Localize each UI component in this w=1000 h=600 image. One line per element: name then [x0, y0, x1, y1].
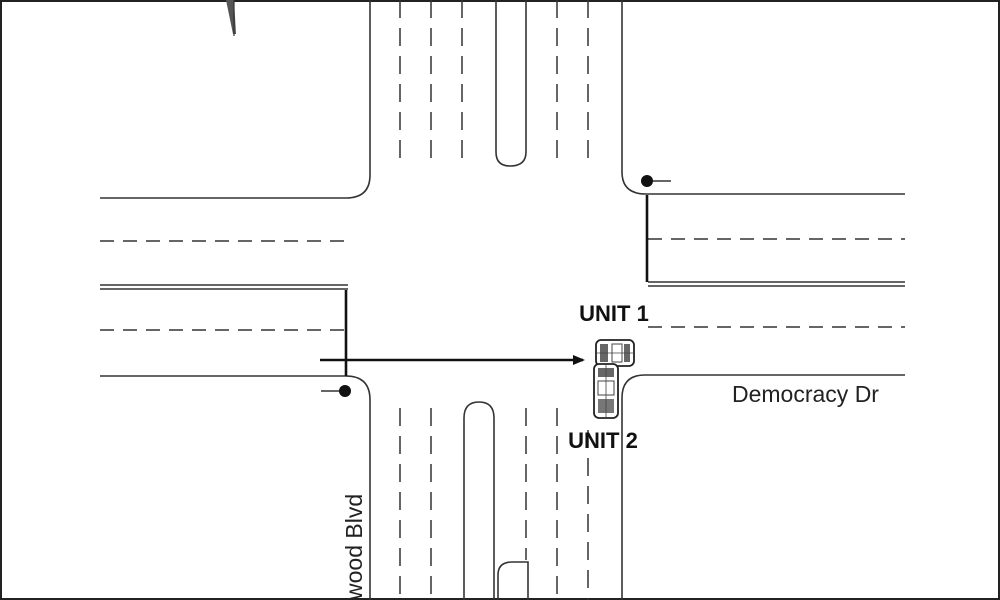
traffic-signal-icon [641, 175, 671, 187]
vehicle-icon [593, 363, 619, 419]
lane-markings [100, 0, 905, 600]
road-edges [100, 0, 905, 600]
street-label-south: wood Blvd [341, 494, 367, 600]
unit-2-label: UNIT 2 [568, 428, 638, 453]
street-label-east: Democracy Dr [732, 381, 879, 407]
north-arrow-icon [226, 0, 236, 36]
traffic-signal-icon [321, 385, 351, 397]
vehicle-icon [595, 339, 635, 367]
unit-1-label: UNIT 1 [579, 301, 649, 326]
